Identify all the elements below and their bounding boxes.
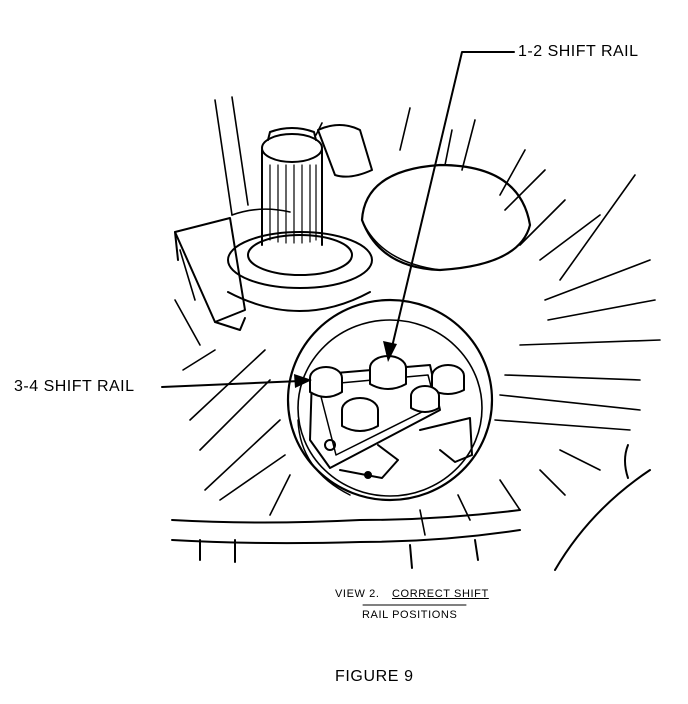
case-arc-right — [554, 469, 651, 571]
label-1-2-shift-rail: 1-2 SHIFT RAIL — [518, 43, 639, 60]
shift-rail-caps — [309, 355, 465, 432]
caption-line-1: CORRECT SHIFT — [392, 588, 489, 600]
shift-bore — [286, 298, 494, 502]
dome — [360, 163, 532, 272]
output-shaft — [227, 127, 373, 312]
figure-title: FIGURE 9 — [335, 668, 414, 685]
case-arc-small — [624, 444, 629, 479]
caption-line-2: RAIL POSITIONS — [362, 609, 458, 621]
shift-bracket — [174, 217, 246, 331]
housing-boss — [317, 124, 373, 178]
caption-view-number: VIEW 2. — [335, 588, 380, 600]
case-flange — [171, 509, 521, 569]
label-3-4-shift-rail: 3-4 SHIFT RAIL — [14, 378, 135, 395]
leader-arrowheads — [294, 341, 397, 388]
case-ribs — [174, 96, 661, 536]
leader-lines — [161, 51, 515, 388]
